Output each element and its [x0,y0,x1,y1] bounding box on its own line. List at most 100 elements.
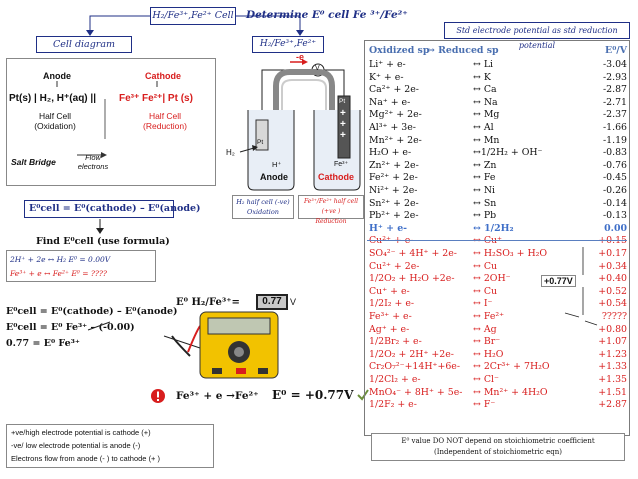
row-reduced: ↔ Ni [473,185,496,196]
row-oxidized: Mn²⁺ + 2e- [369,134,422,146]
notation-cathode: Fe³⁺ Fe²⁺| Pt (s) [119,93,193,104]
meter-value: 0.77 [262,296,282,307]
header-reduced: ↔ Reduced sp [427,45,499,56]
cell-diagram-label: Cell diagram [52,39,116,50]
hplus-label: H⁺ [272,160,282,169]
row-reduced: ↔ Mn [473,134,500,146]
row-potential: -0.14 [602,197,627,209]
row-potential: +0.80 [598,323,627,335]
electron-label: -e [296,52,305,62]
row-oxidized: Li⁺ + e- [369,59,406,70]
voltmeter-label: V [315,65,320,72]
cell-label: H₂/Fe³⁺,Fe²⁺ [259,39,317,49]
header-potential: E⁰/V [605,45,627,56]
table-row: MnO₄⁻ + 8H⁺ + 5e-↔ Mn²⁺ + 4H₂O+1.51 [369,387,627,400]
row-potential: -2.87 [602,84,627,96]
row-reduced: ↔ Fe [473,172,496,184]
row-reduced: ↔ Cl⁻ [473,374,499,385]
rule-cathode: +ve/high electrode potential is cathode … [11,428,151,437]
rules-box: +ve/high electrode potential is cathode … [6,424,214,468]
ecell-formula-box: E⁰cell = E⁰(cathode) – E⁰(anode) [24,200,201,218]
row-oxidized: Fe²⁺ + 2e- [369,172,418,184]
table-row: Na⁺ + e-↔ Na-2.71 [369,97,627,110]
row-reduced: ↔ Pb [473,210,497,222]
row-oxidized: K⁺ + e- [369,71,404,83]
row-potential: +1.07 [598,336,627,348]
ecell-formula: E⁰cell = E⁰(cathode) – E⁰(anode) [29,203,201,214]
row-reduced: ↔ Ag [473,323,497,335]
plus-signs: +++ [340,108,346,141]
row-potential: +0.52 [598,285,627,297]
table-row: H₂O + e-↔1/2H₂ + OH⁻-0.83 [369,147,627,160]
row-potential: +0.17 [598,248,627,259]
row-reduced: ↔ Sn [473,197,497,209]
calc-line-1: E⁰cell = E⁰(cathode) – E⁰(anode) [6,306,178,317]
half-equations-box: 2H⁺ + 2e ↔ H₂ E⁰ = 0.00V Fe³⁺ + e ↔ Fe²⁺… [6,250,156,282]
table-row: 1/2Cl₂ + e-↔ Cl⁻+1.35 [369,374,627,387]
table-row: 1/2I₂ + e-↔ I⁻+0.54 [369,298,627,311]
half-cell-oxidation: Half Cell (Oxidation) [34,111,76,131]
row-reduced: ↔ H₂O [473,348,504,360]
row-potential: -1.19 [602,134,627,146]
find-label: Find E⁰cell (use formula) [36,236,170,247]
table-row: 1/2F₂ + e-↔ F⁻+2.87 [369,399,627,412]
cell-diagram-box: Cell diagram [36,36,132,53]
check-icon [357,389,369,401]
table-header: Oxidized sp ↔ Reduced sp E⁰/V [369,45,627,58]
table-row: Al³⁺ + 3e-↔ Al-1.66 [369,122,627,135]
row-reduced: ↔ 2OH⁻ [473,273,511,285]
row-oxidized: 1/2I₂ + e- [369,298,415,310]
half-red-box: Fe³⁺/Fe²⁺ half cell (+ve ) Reduction [298,195,364,225]
row-potential: +0.40 [598,273,627,285]
row-potential: +1.35 [598,374,627,385]
row-reduced: ↔ 2Cr³⁺ + 7H₂O [473,361,550,373]
table-row: K⁺ + e-↔ K-2.93 [369,72,627,85]
row-reduced: ↔ Cu [473,260,498,272]
notation-anode: Pt(s) | H₂, H⁺(aq) || [9,93,97,104]
gap-bracket [564,247,598,326]
row-potential: 0.00 [604,222,627,234]
h2-label: H₂ [226,148,235,157]
anode-label: Anode [43,71,71,81]
e0-unit: V [290,297,297,307]
row-reduced: ↔ Mn²⁺ + 4H₂O [473,386,548,398]
row-oxidized: Zn²⁺ + 2e- [369,159,419,171]
row-potential: +0.34 [598,260,627,272]
row-oxidized: H₂O + e- [369,147,412,159]
row-potential: -0.26 [602,185,627,196]
table-row: Fe²⁺ + 2e-↔ Fe-0.45 [369,172,627,185]
table-row: Li⁺ + e- ↔ Li -3.04 [369,59,627,72]
calc-line-2: E⁰cell = E⁰ Fe³⁺ – (-0.00) [6,322,135,333]
row-potential: -0.83 [602,147,627,159]
table-row: Sn²⁺ + 2e-↔ Sn-0.14 [369,198,627,211]
row-oxidized: Cu²⁺ + 2e- [369,260,420,272]
equation-iron: Fe³⁺ + e ↔ Fe²⁺ E⁰ = ???? [10,269,107,278]
table-row: Mg²⁺ + 2e-↔ Mg-2.37 [369,109,627,122]
table-row: Ag⁺ + e-↔ Ag+0.80 [369,324,627,337]
flow-electrons-label: Flow electrons [77,153,109,171]
table-row: 1/2O₂ + H₂O +2e-↔ 2OH⁻+0.40 [369,273,627,286]
row-oxidized: Fe³⁺ + e- [369,311,412,322]
row-reduced: ↔ Mg [473,109,500,121]
anode-cell-label: Anode [260,172,288,182]
half-red-label: Fe³⁺/Fe²⁺ half cell (+ve ) Reduction [303,198,359,225]
table-row: Mn²⁺ + 2e- ↔ Mn -1.19 [369,135,627,148]
cathode-label: Cathode [145,71,181,81]
cathode-cell-label: Cathode [318,172,354,182]
half-ox-box: H₂ half cell (-ve) Oxidation [232,195,294,219]
pt-cathode-label: Pt [339,98,346,105]
row-reduced: ↔ Li [473,59,494,70]
row-potential: -3.04 [602,59,627,70]
calc-line-3: 0.77 = E⁰ Fe³⁺ [6,338,80,349]
half-ox-label: H₂ half cell (-ve) Oxidation [236,198,290,216]
row-reduced: ↔ I⁻ [473,298,493,310]
row-oxidized: SO₄²⁻ + 4H⁺ + 2e- [369,248,457,259]
cell-title-box: H₂/Fe³⁺,Fe²⁺ Cell [150,7,236,25]
row-oxidized: H⁺ + e- [369,222,408,234]
row-potential: -2.37 [602,109,627,121]
row-reduced: ↔ F⁻ [473,399,496,411]
table-row: 1/2O₂ + 2H⁺ +2e-↔ H₂O+1.23 [369,349,627,362]
final-e0: E⁰ = +0.77V [272,388,354,402]
